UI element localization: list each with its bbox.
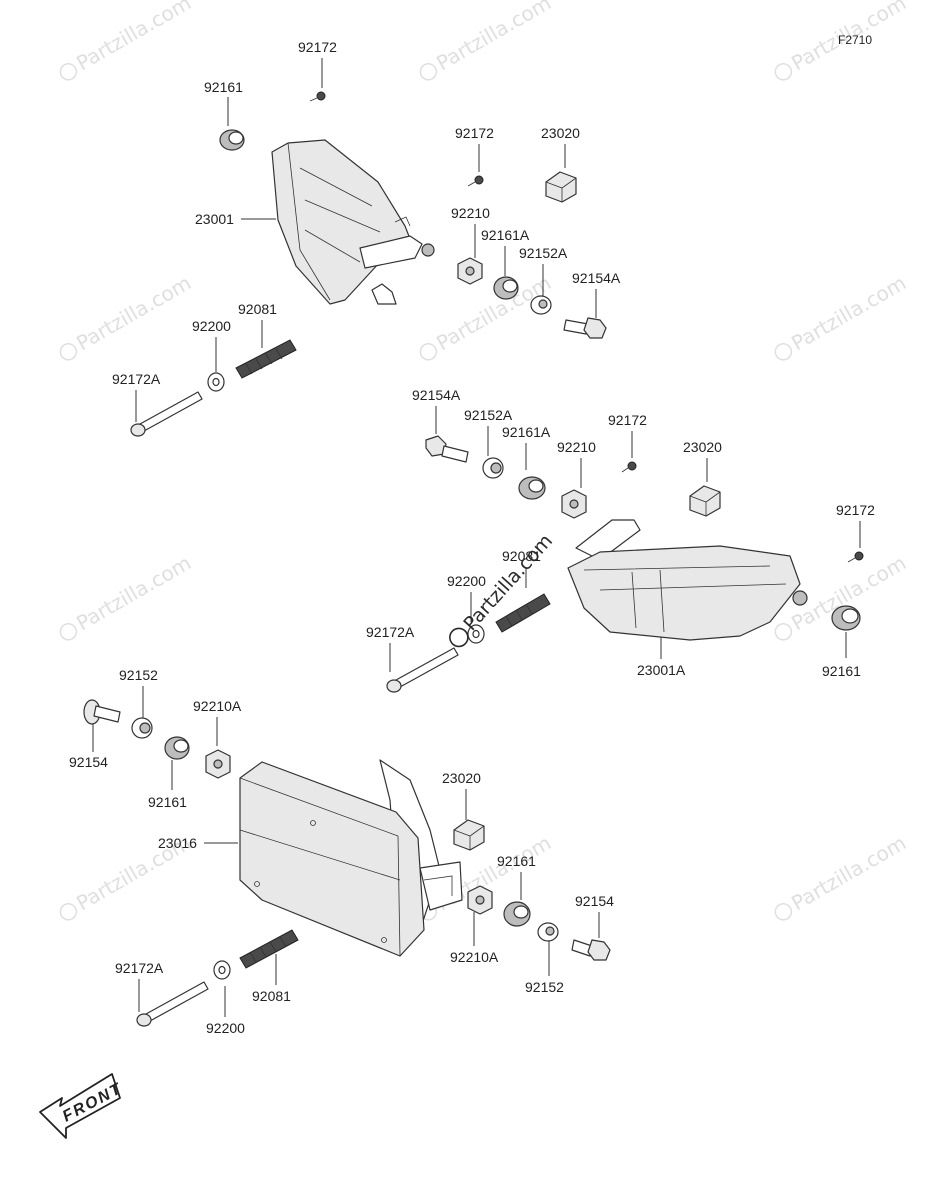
nut-23020-icon <box>545 171 577 203</box>
part-label: 92154 <box>575 893 614 909</box>
watermark-4: Partzilla.com <box>59 271 195 361</box>
part-label: 92161 <box>497 853 536 869</box>
bolt-92154-icon <box>571 939 611 961</box>
part-label: 92161 <box>204 79 243 95</box>
screw-92172-icon <box>621 461 637 473</box>
part-label: 23020 <box>442 770 481 786</box>
part-label: 92210A <box>450 949 499 965</box>
svg-text:Partzilla.com: Partzilla.com <box>72 551 195 636</box>
part-label: 92200 <box>206 1020 245 1036</box>
headlight-23001-icon <box>271 139 435 305</box>
washer-92200-icon <box>213 960 231 980</box>
part-label: 92081 <box>252 988 291 1004</box>
grommet-92161-icon <box>164 736 190 760</box>
part-label: 92161 <box>148 794 187 810</box>
lower-left-headlight-group: 92152 92154 92210A 92161 23016 23020 921… <box>69 667 614 1036</box>
svg-text:Partzilla.com: Partzilla.com <box>72 0 195 75</box>
part-label: 92172 <box>608 412 647 428</box>
part-label: 92200 <box>447 573 486 589</box>
part-label: 23016 <box>158 835 197 851</box>
part-label: 92161A <box>502 424 551 440</box>
part-label: 92172A <box>112 371 161 387</box>
watermark-1: Partzilla.com <box>59 0 195 81</box>
part-label: 23020 <box>683 439 722 455</box>
spring-92081-icon <box>235 339 297 379</box>
svg-text:Partzilla.com: Partzilla.com <box>787 271 910 356</box>
watermark-2: Partzilla.com <box>419 0 555 81</box>
nut-23020-icon <box>689 485 721 517</box>
screw-92172-icon <box>467 175 484 187</box>
clip-nut-92210a-icon <box>467 885 493 915</box>
spring-92081-icon <box>495 593 551 633</box>
washer-92200-icon <box>207 372 225 392</box>
screw-92172-icon <box>309 91 326 102</box>
svg-text:Partzilla.com: Partzilla.com <box>72 271 195 356</box>
grommet-92161a-icon <box>518 476 546 500</box>
middle-right-headlight-group: 92154A 92152A 92161A 92210 92172 23020 9… <box>366 387 875 693</box>
part-label: 92210A <box>193 698 242 714</box>
part-label: 92200 <box>192 318 231 334</box>
headlight-23001a-icon <box>567 519 808 641</box>
screw-92172-icon <box>847 551 864 563</box>
watermark-6: Partzilla.com <box>774 271 910 361</box>
spring-92081-icon <box>239 929 299 969</box>
part-label: 92161A <box>481 227 530 243</box>
part-label: 92210 <box>451 205 490 221</box>
part-label: 92172A <box>115 960 164 976</box>
long-screw-92172a-icon <box>130 391 203 437</box>
part-label: 92081 <box>502 548 541 564</box>
watermark-11: Partzilla.com <box>774 831 910 921</box>
part-label: 92210 <box>557 439 596 455</box>
part-label: 92152 <box>525 979 564 995</box>
washer-92200-icon <box>467 624 485 644</box>
clip-nut-92210-icon <box>561 489 587 519</box>
part-label: 92081 <box>238 301 277 317</box>
part-label: 92172A <box>366 624 415 640</box>
center-watermark: Partzilla.com <box>449 530 557 648</box>
grommet-92161a-icon <box>493 276 519 300</box>
bolt-92154a-icon <box>563 317 607 339</box>
watermark-7: Partzilla.com <box>59 551 195 641</box>
collar-92152-icon <box>131 717 153 739</box>
part-label: 23020 <box>541 125 580 141</box>
clip-nut-92210-icon <box>457 257 483 285</box>
grommet-92161-icon <box>503 901 531 927</box>
watermark-5: Partzilla.com <box>419 271 555 361</box>
part-label: 92172 <box>298 39 337 55</box>
part-label: 92152 <box>119 667 158 683</box>
part-label: 92172 <box>455 125 494 141</box>
front-arrow-icon <box>39 1073 121 1139</box>
grommet-92161-icon <box>219 129 245 151</box>
clip-nut-92210a-icon <box>205 749 231 779</box>
collar-92152a-icon <box>482 457 504 479</box>
svg-text:Partzilla.com: Partzilla.com <box>787 831 910 916</box>
part-label: 92172 <box>836 502 875 518</box>
collar-92152a-icon <box>530 295 552 315</box>
part-label: 92154A <box>572 270 621 286</box>
nut-23020-icon <box>453 819 485 851</box>
headlight-23016-icon <box>239 759 463 957</box>
grommet-92161-icon <box>831 605 861 631</box>
bolt-92154-icon <box>83 699 121 725</box>
long-screw-92172a-icon <box>386 647 459 693</box>
long-screw-92172a-icon <box>136 981 209 1027</box>
collar-92152-icon <box>537 922 559 942</box>
bolt-92154a-icon <box>425 435 469 463</box>
part-label: 92161 <box>822 663 861 679</box>
figure-code: F2710 <box>838 33 872 47</box>
svg-text:Partzilla.com: Partzilla.com <box>432 0 555 75</box>
part-label: 23001 <box>195 211 234 227</box>
part-label: 92154 <box>69 754 108 770</box>
part-label: 92152A <box>464 407 513 423</box>
front-direction-marker: FRONT <box>39 1073 125 1139</box>
part-label: 23001A <box>637 662 686 678</box>
upper-left-headlight-group: 92172 92161 23001 92172 23020 92210 9216… <box>112 39 621 437</box>
part-label: 92152A <box>519 245 568 261</box>
part-label: 92154A <box>412 387 461 403</box>
